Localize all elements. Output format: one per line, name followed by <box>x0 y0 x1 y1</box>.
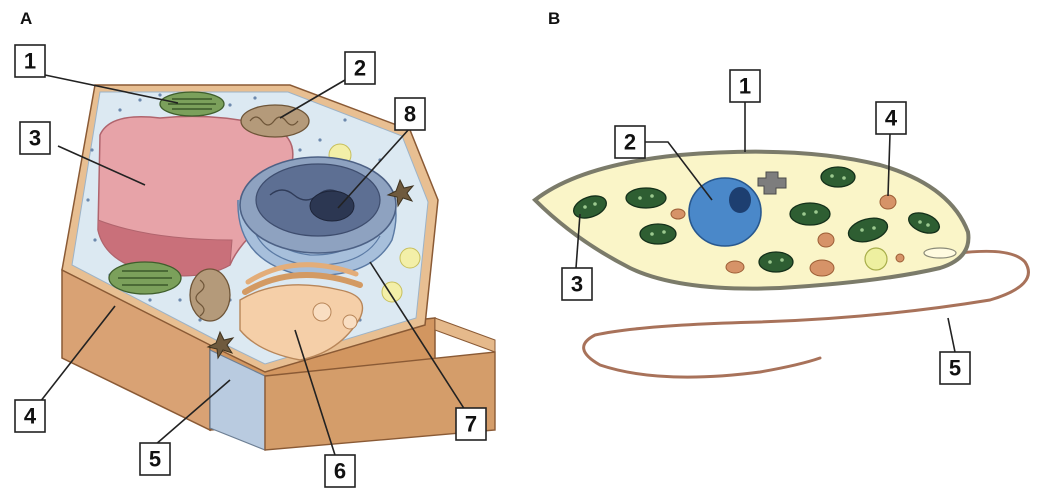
chloroplast-top <box>160 92 224 116</box>
cell-wall-cut-top <box>435 318 495 352</box>
contractile-vacuole <box>865 248 887 270</box>
mitochondrion-bottom <box>190 269 230 321</box>
plant-label-2: 2 <box>354 56 366 81</box>
reservoir <box>924 248 956 258</box>
plant-cell-illustration <box>62 85 495 450</box>
euglena-nucleolus <box>729 187 751 213</box>
plant-label-6: 6 <box>334 459 346 484</box>
euglena-label-4: 4 <box>885 106 898 131</box>
mitochondrion-top <box>241 105 309 137</box>
plant-label-5: 5 <box>149 447 161 472</box>
euglena-nucleus <box>689 178 761 246</box>
euglena-chloroplast <box>790 203 830 225</box>
plant-label-1: 1 <box>24 49 36 74</box>
euglena-label-2: 2 <box>624 130 636 155</box>
panel-a-letter: A <box>20 9 32 28</box>
plant-label-3: 3 <box>29 126 41 151</box>
plant-cell-panel: A <box>15 9 495 487</box>
plant-label-7: 7 <box>465 412 477 437</box>
euglena-panel: B <box>535 9 1028 384</box>
euglena-label-5: 5 <box>949 356 961 381</box>
plant-label-4: 4 <box>24 404 37 429</box>
euglena-label-3: 3 <box>571 272 583 297</box>
plant-label-8: 8 <box>404 102 416 127</box>
nucleus <box>240 157 396 253</box>
euglena-chloroplast <box>626 188 666 208</box>
panel-b-letter: B <box>548 9 560 28</box>
euglena-chloroplast <box>759 252 793 272</box>
nucleolus <box>310 191 354 221</box>
vesicle-2 <box>400 248 420 268</box>
euglena-chloroplast <box>640 224 676 244</box>
chloroplast-bottom <box>109 262 181 294</box>
euglena-chloroplast <box>821 167 855 187</box>
euglena-label-1: 1 <box>739 74 751 99</box>
euglena-illustration <box>535 152 1028 377</box>
